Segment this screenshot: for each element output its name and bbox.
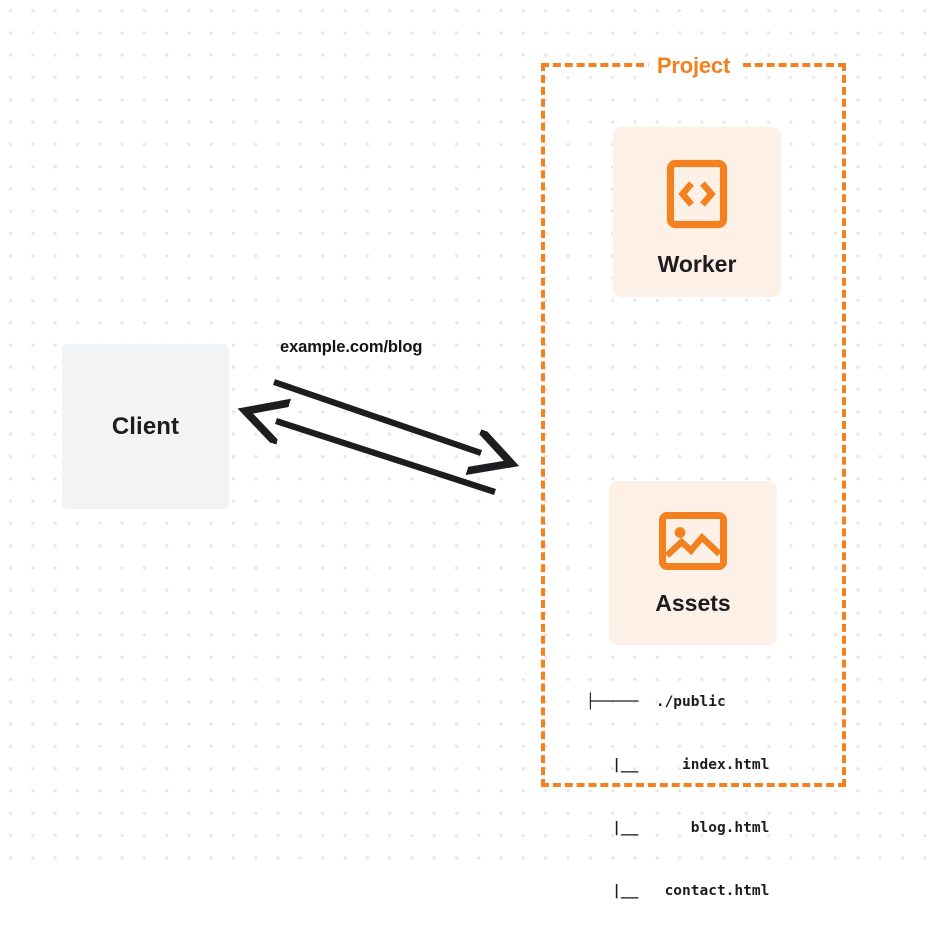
assets-card[interactable]: Assets xyxy=(609,481,777,645)
worker-card-label: Worker xyxy=(657,251,737,277)
tree-row: |__ index.html xyxy=(586,757,770,773)
image-icon xyxy=(658,511,728,576)
request-url-label: example.com/blog xyxy=(280,338,423,356)
request-arrow xyxy=(272,379,481,453)
client-node-label: Client xyxy=(111,412,180,440)
tree-row: |__ blog.html xyxy=(586,820,770,836)
project-title: Project xyxy=(647,53,740,79)
asset-file-tree: ├───── ./public |__ index.html |__ blog.… xyxy=(586,650,769,944)
code-brackets-icon xyxy=(666,159,728,234)
client-node[interactable]: Client xyxy=(62,344,229,509)
project-container: Project xyxy=(541,53,846,787)
tree-row: |__ contact.html xyxy=(586,883,770,899)
diagram-canvas: Client example.com/blog Project xyxy=(0,0,938,899)
worker-card[interactable]: Worker xyxy=(613,127,781,297)
response-arrow xyxy=(276,421,496,495)
tree-row: ├───── ./public xyxy=(586,694,726,710)
assets-card-label: Assets xyxy=(655,590,731,616)
